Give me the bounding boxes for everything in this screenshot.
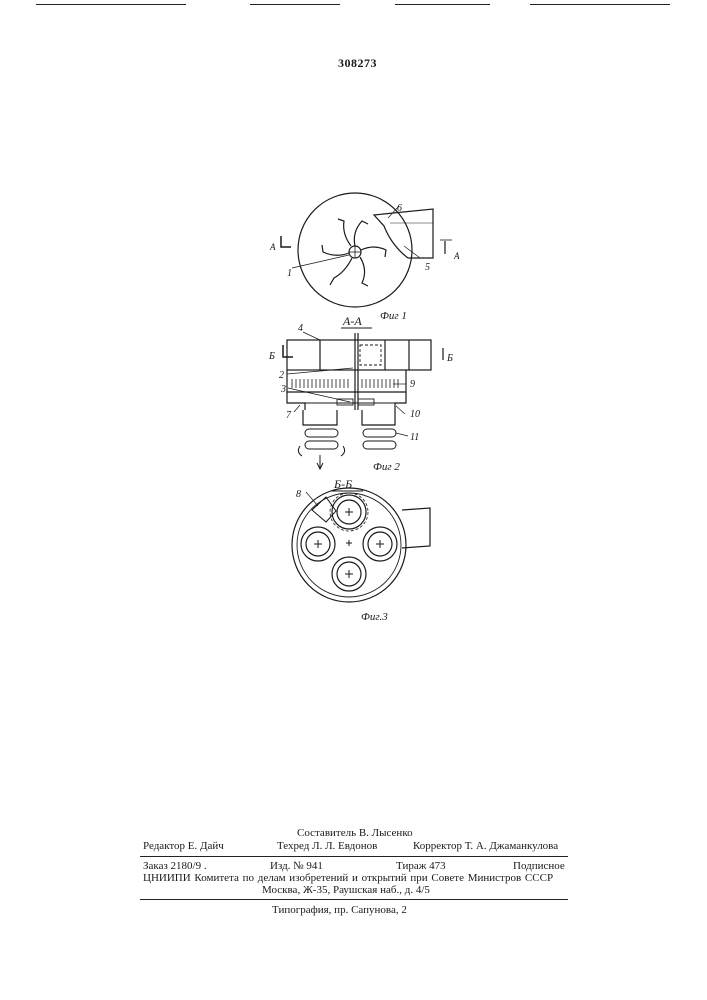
svg-text:11: 11 [410,432,419,443]
printing-house-line: Типография, пр. Сапунова, 2 [272,904,407,917]
fig2-caption: Фиг 2 [373,461,400,473]
editor-line: Редактор Е. Дайч [143,840,224,853]
svg-text:7: 7 [286,410,292,421]
fig2-hatching [292,379,398,388]
fig2-title: A-A [342,314,362,328]
svg-text:8: 8 [296,489,301,500]
svg-text:10: 10 [410,409,420,420]
imprint-rule-bottom [140,899,568,900]
svg-text:A: A [269,242,276,252]
svg-text:4: 4 [298,323,303,334]
fig3-caption: Фиг.3 [361,611,388,623]
tech-editor-line: Техред Л. Л. Евдонов [277,840,377,853]
imprint-rule-top [140,856,568,857]
svg-text:A: A [453,251,460,261]
compiler-line: Составитель В. Лысенко [297,827,413,840]
svg-text:9: 9 [410,379,415,390]
fig1-caption: Фиг 1 [380,310,407,322]
corrector-line: Корректор Т. А. Джаманкулова [413,840,558,853]
address-line: Москва, Ж-35, Раушская наб., д. 4/5 [262,884,430,897]
svg-text:6: 6 [397,203,402,214]
fig1-drawing [281,193,452,307]
fig3-drawing: Б-Б [292,477,430,602]
svg-text:1: 1 [287,268,292,279]
svg-text:3: 3 [280,384,286,395]
patent-drawing: A A 1 5 6 Фиг 1 A-A [0,0,707,660]
svg-text:Б: Б [268,351,275,362]
fig1-inlet-duct [374,209,433,258]
svg-text:Б: Б [446,353,453,364]
svg-text:2: 2 [279,370,284,381]
fig2-drawing: A-A [283,314,443,469]
svg-text:5: 5 [425,262,430,273]
